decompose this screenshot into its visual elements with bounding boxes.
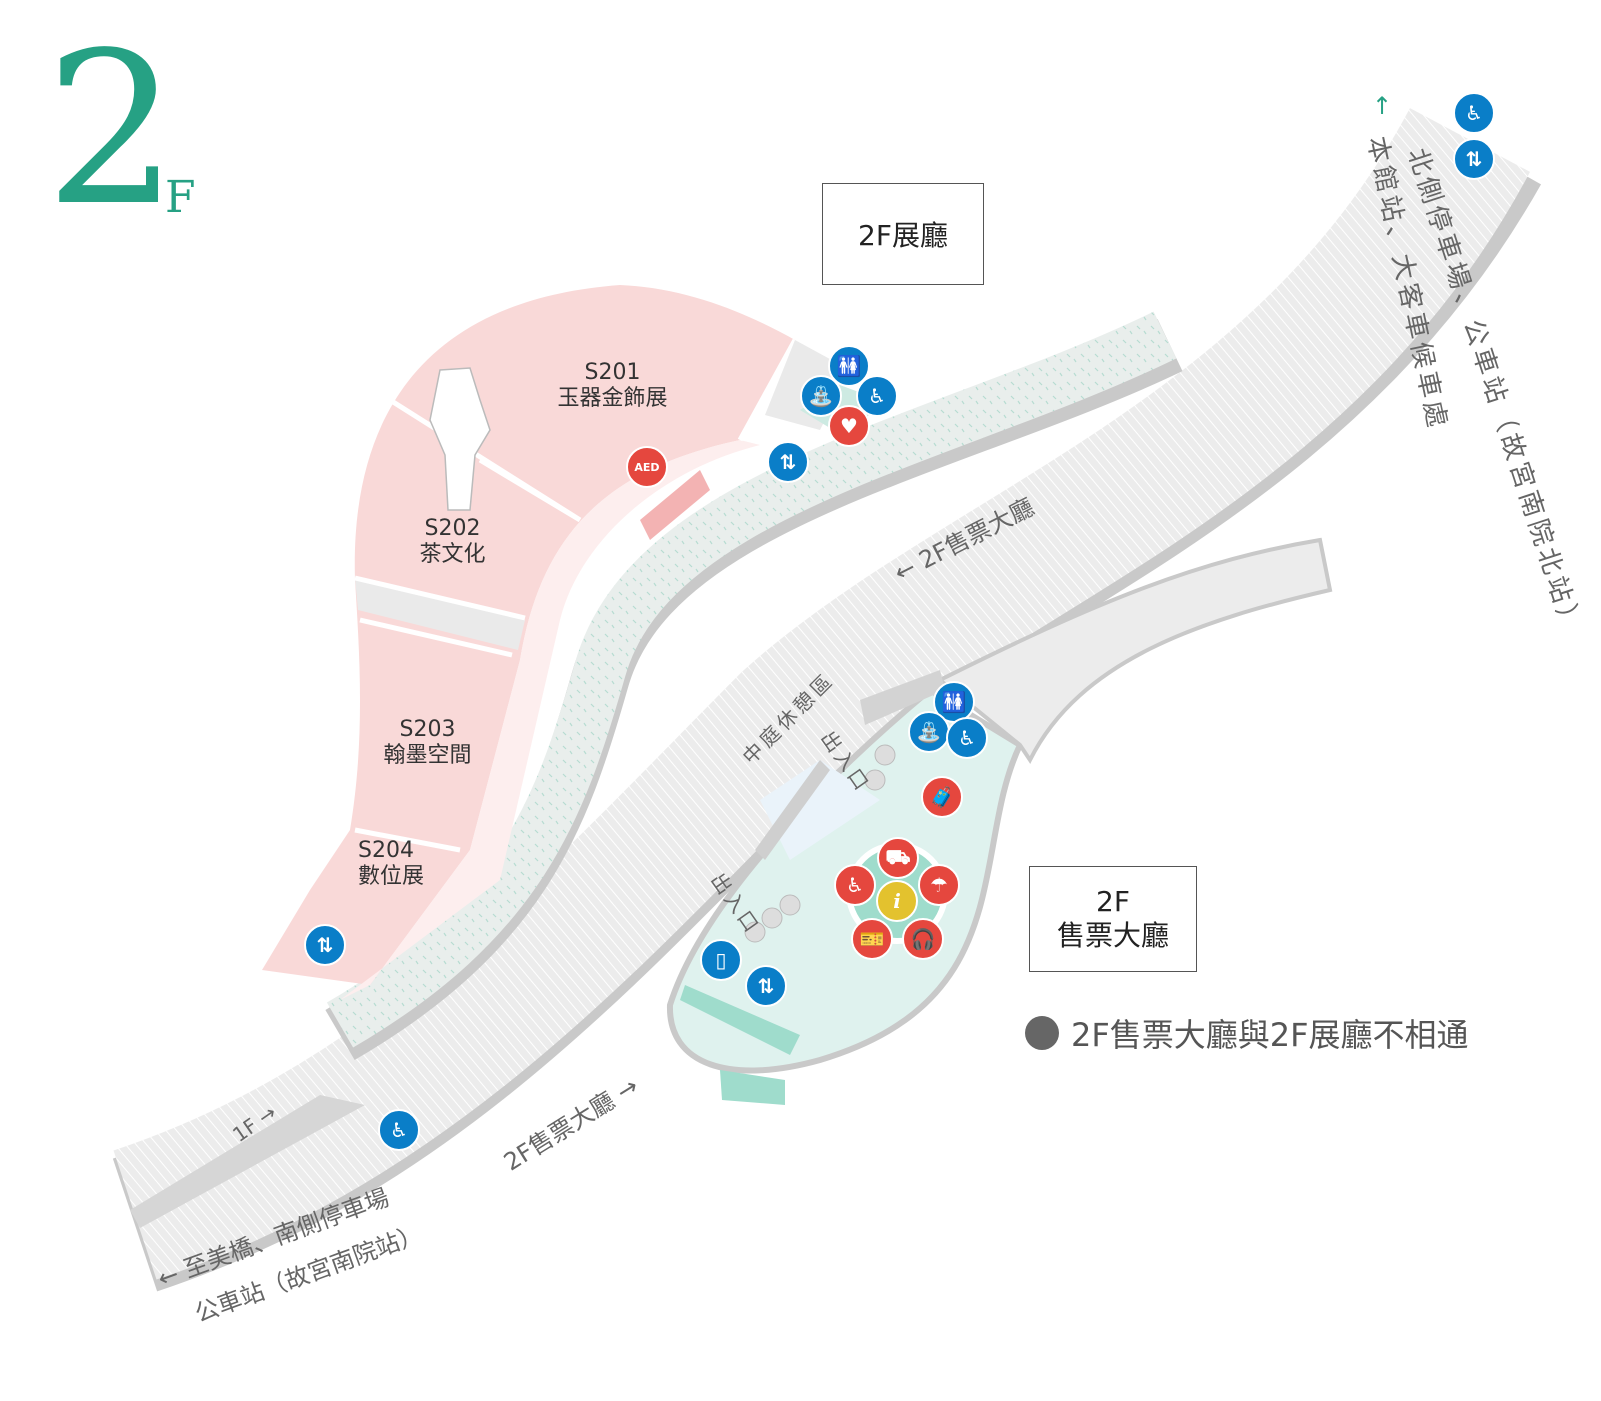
gallery-name: 翰墨空間	[383, 743, 472, 768]
accessible-ramp-icon: ♿	[378, 1109, 420, 1151]
ticket-hall-line1: 2F	[1096, 885, 1130, 918]
exhibition-hall-label: 2F展廳	[822, 183, 984, 285]
accessible-elevator-icon: ⇅	[304, 924, 346, 966]
notice-text: 2F售票大廳與2F展廳不相通	[1071, 1016, 1469, 1054]
gallery-name: 玉器金飾展	[557, 386, 668, 411]
accessible-ramp-icon: ♿	[1453, 92, 1495, 134]
aed-icon: AED	[626, 446, 668, 488]
bullet-dot-icon	[1025, 1016, 1059, 1050]
stroller-rental-icon: ⛟	[877, 837, 919, 879]
ticket-icon: 🎫	[851, 918, 893, 960]
water-fountain-icon: ⛲	[908, 711, 950, 753]
information-icon: i	[876, 880, 918, 922]
accessible-elevator-icon: ⇅	[767, 441, 809, 483]
gallery-name: 茶文化	[419, 542, 486, 567]
gallery-code: S203	[399, 717, 456, 742]
gallery-code: S204	[358, 838, 414, 863]
accessible-wc-icon: ♿	[946, 717, 988, 759]
notice: 2F售票大廳與2F展廳不相通	[1025, 1010, 1469, 1056]
floor-suffix: F	[165, 172, 196, 223]
accessible-elevator-icon: ⇅	[1453, 138, 1495, 180]
nursing-room-icon: ♥	[828, 405, 870, 447]
accessible-wc-icon: ♿	[856, 375, 898, 417]
floor-number: 2	[45, 7, 179, 252]
gallery-code: S202	[424, 516, 481, 541]
ticket-hall-line2: 售票大廳	[1056, 919, 1169, 952]
gallery-code: S201	[584, 360, 641, 385]
restroom-icon: 🚻	[828, 345, 870, 387]
gallery-name: 數位展	[358, 864, 425, 889]
locker-icon: 🧳	[921, 776, 963, 818]
exhibition-hall-title: 2F展廳	[858, 219, 948, 252]
wheelchair-rental-icon: ♿	[834, 864, 876, 906]
phone-charging-icon: ▯	[700, 939, 742, 981]
accessible-elevator-icon: ⇅	[745, 965, 787, 1007]
umbrella-luggage-icon: ☂	[918, 864, 960, 906]
audio-guide-icon: 🎧	[902, 918, 944, 960]
up-arrow-icon: ↑	[1372, 92, 1393, 120]
1f-ramp	[130, 1095, 365, 1228]
tea-vase-illustration	[429, 367, 491, 511]
